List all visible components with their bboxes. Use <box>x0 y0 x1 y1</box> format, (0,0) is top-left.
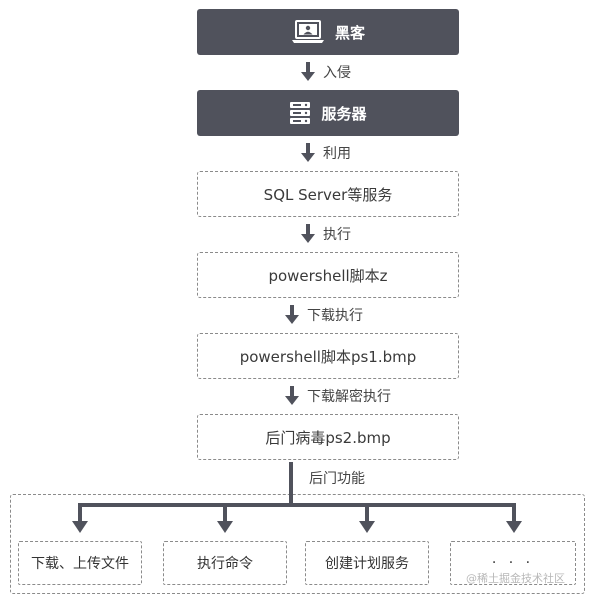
edge-backdoor-functions-label: 后门功能 <box>309 471 365 487</box>
arrow-down-icon <box>285 305 299 325</box>
server-icon <box>289 101 311 125</box>
arrow-down-icon <box>301 224 315 244</box>
function-label: 执行命令 <box>197 556 253 572</box>
arrow-down-icon <box>301 62 315 82</box>
powershell-z-node: powershell脚本z <box>197 252 459 298</box>
edge-exploit-label: 利用 <box>323 146 351 162</box>
powershell-ps1-node: powershell脚本ps1.bmp <box>197 333 459 379</box>
function-label: · · · <box>491 555 535 571</box>
sql-service-node: SQL Server等服务 <box>197 171 459 217</box>
function-more: · · · <box>450 541 576 585</box>
function-label: 创建计划服务 <box>325 556 409 572</box>
edge-backdoor-functions: 后门功能 <box>309 468 365 488</box>
hacker-label: 黑客 <box>334 23 365 42</box>
server-label: 服务器 <box>321 104 367 123</box>
edge-execute-label: 执行 <box>323 227 351 243</box>
sql-service-label: SQL Server等服务 <box>263 185 393 204</box>
backdoor-ps2-node: 后门病毒ps2.bmp <box>197 414 459 460</box>
edge-download-decrypt-execute: 下载解密执行 <box>285 386 391 406</box>
arrow-down-icon <box>301 143 315 163</box>
function-create-scheduled-service: 创建计划服务 <box>305 541 429 585</box>
server-node: 服务器 <box>197 90 459 136</box>
edge-download-execute: 下载执行 <box>285 305 363 325</box>
powershell-ps1-label: powershell脚本ps1.bmp <box>239 347 417 366</box>
edge-execute: 执行 <box>301 224 351 244</box>
powershell-z-label: powershell脚本z <box>268 266 388 285</box>
backdoor-functions-group <box>10 494 585 594</box>
hacker-node: 黑客 <box>197 9 459 55</box>
function-label: 下载、上传文件 <box>31 556 129 572</box>
arrow-down-icon <box>285 386 299 406</box>
edge-intrude: 入侵 <box>301 62 351 82</box>
edge-download-decrypt-execute-label: 下载解密执行 <box>307 389 391 405</box>
laptop-icon <box>291 19 325 45</box>
function-execute-command: 执行命令 <box>163 541 287 585</box>
edge-download-execute-label: 下载执行 <box>307 308 363 324</box>
backdoor-ps2-label: 后门病毒ps2.bmp <box>265 428 391 447</box>
edge-exploit: 利用 <box>301 143 351 163</box>
function-upload-download: 下载、上传文件 <box>18 541 142 585</box>
edge-intrude-label: 入侵 <box>323 65 351 81</box>
watermark: @稀土掘金技术社区 <box>466 572 565 585</box>
